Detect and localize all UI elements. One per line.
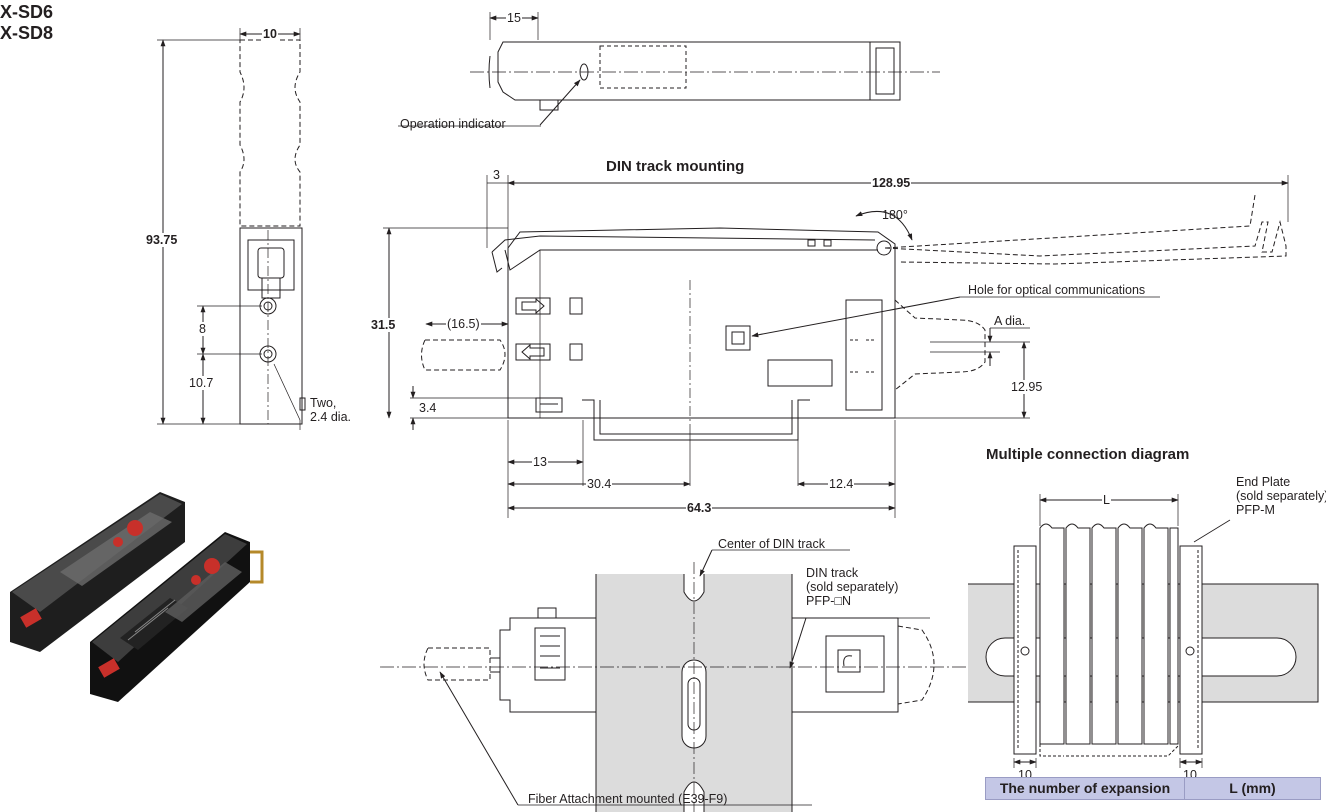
label-optical-hole: Hole for optical communications [968,283,1146,297]
dim-offset-12-4: 12.4 [828,477,855,491]
din-bottom-view [380,549,1010,812]
model-name: X-SD6 [0,2,54,22]
label-fiber-attachment: Fiber Attachment mounted (E39-F9) [528,792,728,806]
label-a-dia: A dia. [994,314,1026,328]
table-header-cell: L (mm) [1184,777,1321,800]
din-mounting-title: DIN track mounting [606,158,745,175]
dim-length-L: L [1102,493,1111,507]
top-view-amplifier [398,12,940,127]
dim-length-128-95: 128.95 [871,176,912,190]
dim-fiber-16-5: (16.5) [446,317,481,331]
expansion-table: The number of expansion L (mm) [985,777,1321,800]
dim-offset-13: 13 [532,455,548,469]
dashed-cover-outline [239,39,301,227]
side-body [239,227,303,425]
optical-hole [725,325,751,351]
table-header-cell: The number of expansion [985,777,1185,800]
dim-height-12-95: 12.95 [1010,380,1044,394]
amplifier-front-unit [90,532,264,702]
model-name: X-SD8 [0,23,54,43]
dim-width-10: 10 [262,27,278,41]
din-body [507,227,896,419]
label-holes: Two, 2.4 dia. [310,396,352,424]
dim-height-31-5: 31.5 [370,318,397,332]
top-body [497,41,901,101]
multiple-connection-view [968,494,1319,768]
din-mounting-view [383,175,1289,518]
dim-offset-10-7: 10.7 [188,376,215,390]
label-din-center: Center of DIN track [718,537,825,551]
amplifier-back-unit [10,492,185,652]
side-view-amplifier [157,28,306,430]
product-photo [10,492,264,702]
dim-height-93-75: 93.75 [145,233,179,247]
multiple-connection-title: Multiple connection diagram [986,446,1190,463]
label-end-plate: End Plate (sold separately) PFP-M [1236,475,1326,517]
dim-depth-3: 3 [492,168,501,182]
dim-offset-3-4: 3.4 [418,401,438,415]
dim-angle-180: 180° [882,208,908,222]
label-din-track: DIN track (sold separately) PFP-□N [806,566,899,608]
dim-offset-30-4: 30.4 [586,477,613,491]
table-header-row: The number of expansion L (mm) [985,777,1321,800]
dim-pitch-8: 8 [198,322,207,336]
label-operation-indicator: Operation indicator [400,117,506,131]
dim-length-15: 15 [506,11,522,25]
dim-length-64-3: 64.3 [686,501,713,515]
